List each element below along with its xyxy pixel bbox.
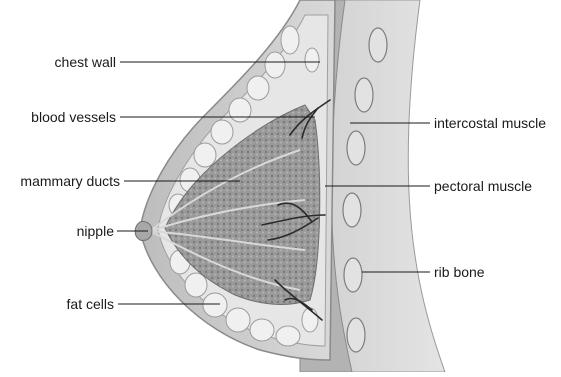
label-blood-vessels: blood vessels	[8, 109, 116, 125]
label-mammary-ducts: mammary ducts	[2, 173, 120, 189]
label-fat-cells: fat cells	[40, 296, 114, 312]
label-chest-wall: chest wall	[40, 54, 116, 70]
label-nipple: nipple	[50, 223, 114, 239]
label-pectoral-muscle: pectoral muscle	[434, 178, 532, 194]
label-rib-bone: rib bone	[434, 264, 485, 280]
label-intercostal-muscle: intercostal muscle	[434, 115, 546, 131]
